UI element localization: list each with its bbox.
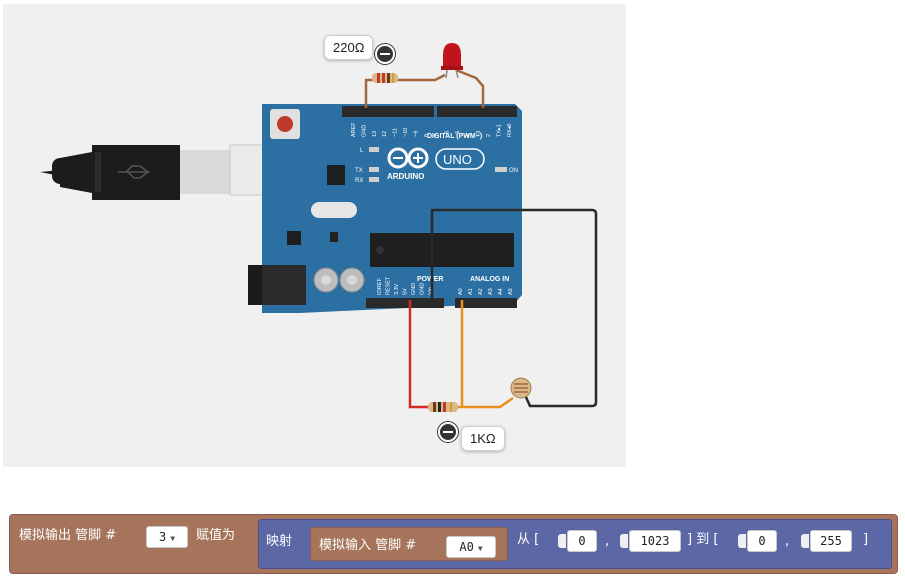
pin-label: RX◂0 (507, 124, 513, 137)
to-high-input[interactable]: 255 (801, 530, 852, 552)
close-bracket: ] (863, 532, 869, 547)
analog-read-label: 模拟输入 管脚 # (319, 538, 417, 553)
pin-label: 3.3V (394, 283, 400, 295)
read-pin-dropdown[interactable]: A0▼ (446, 536, 496, 558)
pin-label: RESET (386, 276, 392, 295)
resistor-220-value: 220Ω (333, 40, 365, 55)
analog-label: ANALOG IN (470, 276, 509, 283)
comma-2: , (785, 534, 790, 549)
chevron-down-icon: ▼ (477, 544, 483, 553)
pin-label: A2 (478, 288, 484, 295)
from-high-value: 1023 (640, 534, 670, 548)
pin-label: A4 (498, 288, 504, 295)
wire-red-5v[interactable] (408, 300, 428, 409)
led-label-rx: RX (355, 178, 363, 184)
pin-label: A1 (468, 288, 474, 295)
power-header (366, 298, 444, 308)
pin-labels: AREF GND 13 12 ~11 ~10 ~9 8 7 ~6 ~5 4 ~3 2 TX▸1 RX◂0IOR… (351, 122, 514, 295)
led-label-l: L (360, 148, 364, 154)
write-pin-dropdown[interactable]: 3▼ (146, 526, 188, 548)
pin-label: TX▸1 (497, 124, 503, 137)
on-label: ON (509, 168, 518, 174)
pin-label: 12 (382, 131, 388, 137)
digital-header (342, 106, 434, 117)
pin-label: 4 (465, 134, 471, 137)
pin-label: ~11 (393, 128, 399, 137)
resistor-1k-value: 1KΩ (470, 431, 496, 446)
from-high-input[interactable]: 1023 (620, 530, 681, 552)
pin-label: 13 (372, 131, 378, 137)
to-high-value: 255 (820, 534, 842, 548)
comma-1: , (605, 534, 610, 549)
assign-label: 赋值为 (196, 528, 236, 543)
led-label-tx: TX (355, 168, 363, 174)
chevron-down-icon: ▼ (170, 534, 176, 543)
to-low-input[interactable]: 0 (738, 530, 777, 552)
red-led[interactable] (441, 43, 463, 79)
pin-label: 7 (434, 134, 440, 137)
write-pin-value: 3 (158, 530, 167, 544)
to-label: ] 到 [ (687, 532, 719, 547)
pin-label: ~10 (403, 128, 409, 137)
resistor-1k-label: 1KΩ (461, 426, 505, 451)
wire-orange-a0[interactable] (458, 300, 514, 409)
from-label: 从 [ (517, 532, 540, 547)
pin-label: GND (420, 283, 426, 295)
pin-label: 8 (424, 134, 430, 137)
pin-label: A3 (488, 288, 494, 295)
board-brand: ARDUINO (387, 172, 424, 181)
from-low-value: 0 (578, 534, 586, 548)
arduino-logo-icon (387, 147, 485, 170)
read-pin-value: A0 (459, 540, 474, 554)
pin-label: 5V (403, 288, 409, 295)
pin-label: IOREF (377, 278, 383, 295)
pin-label: A0 (458, 288, 464, 295)
pin-label: 2 (486, 134, 492, 137)
map-label: 映射 (266, 534, 293, 549)
board-model: UNO (443, 152, 472, 167)
pin-label: GND (361, 125, 367, 137)
digital-header-label: DIGITAL (PWM~) (427, 133, 482, 140)
pin-label: ~3 (476, 131, 482, 137)
photoresistor[interactable] (510, 377, 532, 399)
wire-black-gnd[interactable] (430, 208, 598, 408)
remove-resistor-220-icon[interactable] (375, 44, 395, 64)
remove-resistor-1k-icon[interactable] (438, 422, 458, 442)
analog-header (455, 298, 517, 308)
pin-label: A5 (508, 288, 514, 295)
from-low-input[interactable]: 0 (558, 530, 597, 552)
analog-write-label: 模拟输出 管脚 # (19, 528, 117, 543)
resistor-220[interactable] (372, 73, 398, 83)
pin-label: AREF (351, 122, 357, 137)
arduino-board[interactable] (248, 104, 522, 313)
pin-label: GND (411, 283, 417, 295)
pin-label: ~5 (455, 131, 461, 137)
resistor-1k[interactable] (428, 402, 458, 412)
to-low-value: 0 (758, 534, 766, 548)
code-blocks: 模拟输出 管脚 # 3▼ 赋值为 映射 模拟输入 管脚 # A0▼ 从 [ 0 … (9, 514, 898, 580)
power-label: POWER (417, 276, 443, 283)
pin-label: ~9 (413, 131, 419, 137)
pin-label: ~6 (445, 131, 451, 137)
resistor-220-label: 220Ω (324, 35, 374, 60)
